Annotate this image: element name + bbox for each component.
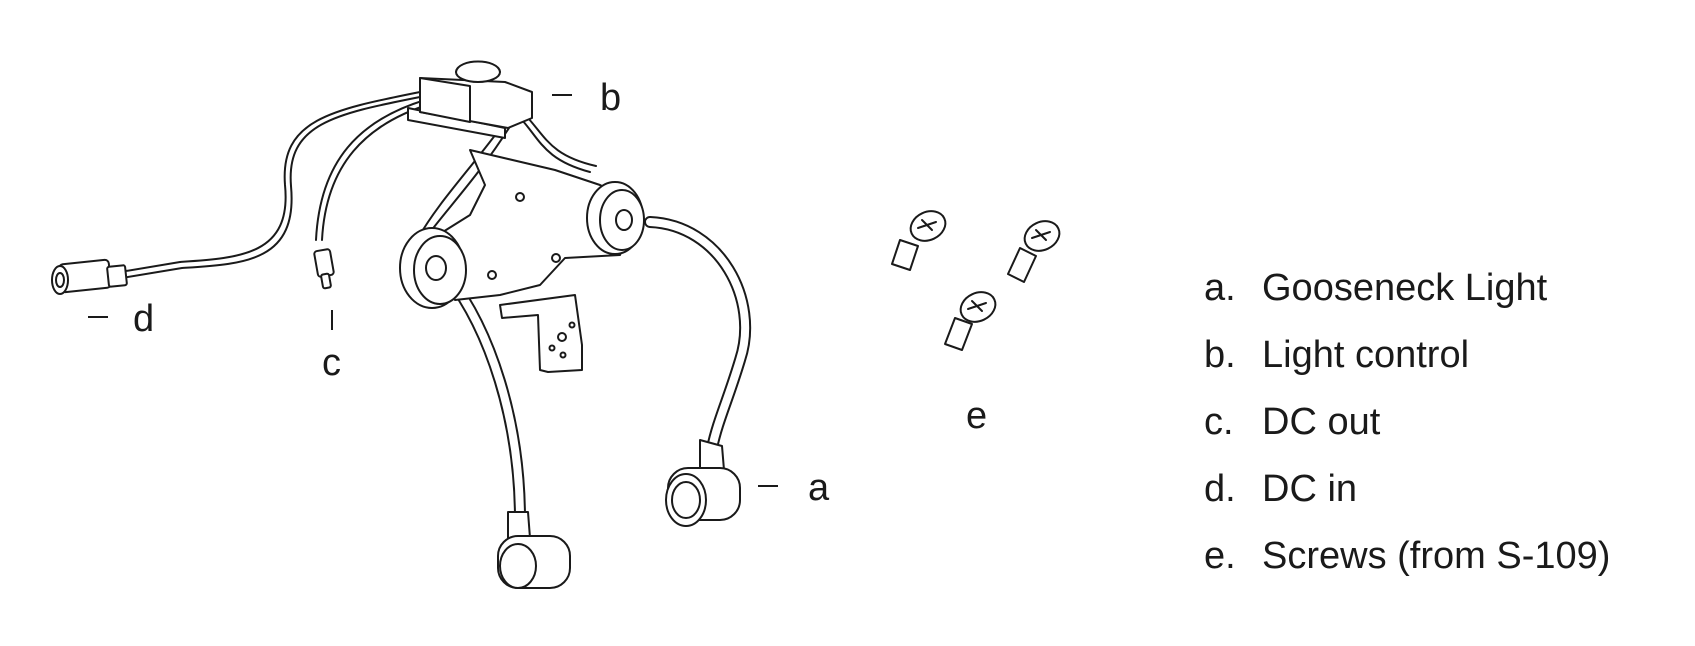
legend-text: DC in [1262,468,1358,510]
legend-key: e. [1204,535,1236,577]
legend-text: Gooseneck Light [1262,267,1548,309]
legend-item-e: e. Screws (from S-109) [1204,534,1684,601]
legend-key: a. [1204,267,1236,309]
screw-1 [891,210,947,271]
dc-out-plug [313,248,335,290]
legend-text: Screws (from S-109) [1262,535,1611,577]
legend-key: d. [1204,468,1236,510]
legend-item-d: d. DC in [1204,467,1684,534]
parts-legend: a. Gooseneck Light b. Light control c. D… [1204,266,1684,601]
legend-item-c: c. DC out [1204,400,1684,467]
legend-item-a: a. Gooseneck Light [1204,266,1684,333]
part-label-b: b [600,77,621,119]
legend-key: b. [1204,334,1236,376]
part-label-a: a [808,467,830,509]
screw-2 [1007,220,1061,283]
mounting-plate [399,149,645,373]
light-control-box [407,60,533,139]
part-label-d: d [133,298,154,340]
legend-text: DC out [1262,401,1381,443]
screws [891,210,1061,351]
legend-key: c. [1204,401,1234,443]
dc-in-connector [51,258,128,295]
legend-text: Light control [1262,334,1470,376]
screw-3 [944,291,997,351]
gooseneck-light-heads [497,439,741,589]
part-label-c: c [322,342,341,384]
legend-item-b: b. Light control [1204,333,1684,400]
part-label-e: e [966,395,987,437]
